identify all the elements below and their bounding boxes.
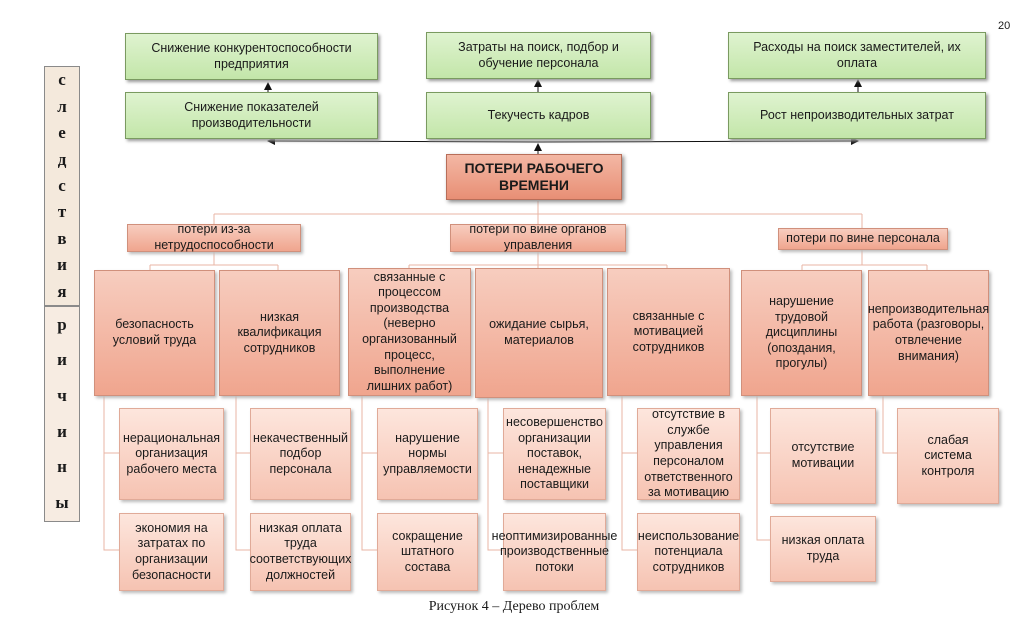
side-letter: и bbox=[57, 350, 67, 370]
cause-unproductive-work: непроизводительная работа (разговоры, от… bbox=[868, 270, 989, 396]
subcause-no-motivation: отсутствие мотивации bbox=[770, 408, 876, 504]
side-letter: е bbox=[58, 123, 66, 143]
branch-personnel: потери по вине персонала bbox=[778, 228, 948, 250]
subcause-span-of-control: нарушение нормы управляемости bbox=[377, 408, 478, 500]
side-letter: в bbox=[57, 228, 67, 248]
side-label-consequences: с л е д с т в и я bbox=[44, 66, 80, 306]
arrow-root-left bbox=[267, 137, 539, 146]
consequence-bottom-1: Снижение показателей производительности bbox=[125, 92, 378, 139]
side-letter: и bbox=[57, 421, 67, 441]
side-letter: ч bbox=[57, 386, 67, 406]
side-letter: ы bbox=[55, 493, 69, 513]
side-letter: с bbox=[58, 175, 66, 195]
subcause-low-pay: низкая оплата труда bbox=[770, 516, 876, 582]
subcause-supply: несовершенство организации поставок, нен… bbox=[503, 408, 606, 500]
subcause-safety-savings: экономия на затратах по организации безо… bbox=[119, 513, 224, 591]
root-problem: ПОТЕРИ РАБОЧЕГО ВРЕМЕНИ bbox=[446, 154, 622, 200]
subcause-staff-reduction: сокращение штатного состава bbox=[377, 513, 478, 591]
consequence-bottom-3: Рост непроизводительных затрат bbox=[728, 92, 986, 139]
cause-discipline: нарушение трудовой дисциплины (опоздания… bbox=[741, 270, 862, 396]
side-letter: л bbox=[57, 96, 67, 116]
side-letter: р bbox=[57, 314, 67, 334]
cause-waiting-materials: ожидание сырья, материалов bbox=[475, 268, 603, 398]
subcause-flows: неоптимизированные производственные пото… bbox=[492, 513, 617, 591]
cause-motivation: связанные с мотивацией сотрудников bbox=[607, 268, 730, 396]
branch-management: потери по вине органов управления bbox=[450, 222, 626, 252]
side-letter: с bbox=[58, 70, 66, 90]
branch-incapacity: потери из-за нетрудоспособности bbox=[127, 222, 301, 252]
side-letter: и bbox=[57, 255, 67, 275]
subcause-no-motivation-officer: отсутствие в службе управления персонало… bbox=[637, 407, 740, 500]
cause-low-qualification: низкая квалификация сотрудников bbox=[219, 270, 340, 396]
figure-caption: Рисунок 4 – Дерево проблем bbox=[428, 599, 600, 614]
cause-production-process: связанные с процессом производства (неве… bbox=[348, 268, 471, 396]
arrow-root-right bbox=[537, 137, 859, 146]
consequence-top-1: Снижение конкурентоспособности предприят… bbox=[125, 33, 378, 80]
side-label-causes: р и ч и н ы bbox=[44, 306, 80, 522]
consequence-top-2: Затраты на поиск, подбор и обучение перс… bbox=[426, 32, 651, 79]
side-letter: я bbox=[57, 281, 67, 301]
subcause-weak-control: слабая система контроля bbox=[897, 408, 999, 504]
consequence-bottom-2: Текучесть кадров bbox=[426, 92, 651, 139]
subcause-unused-potential: неиспользование потенциала сотрудников bbox=[637, 513, 740, 591]
side-letter: д bbox=[57, 149, 67, 169]
subcause-poor-selection: некачественный подбор персонала bbox=[250, 408, 351, 500]
page-number: 20 bbox=[998, 20, 1011, 32]
side-letter: н bbox=[57, 457, 67, 477]
cause-safety: безопасность условий труда bbox=[94, 270, 215, 396]
subcause-workplace: нерациональная организация рабочего мест… bbox=[119, 408, 224, 500]
subcause-low-pay-positions: низкая оплата труда соответствующих долж… bbox=[250, 513, 351, 591]
consequence-top-3: Расходы на поиск заместителей, их оплата bbox=[728, 32, 986, 79]
side-letter: т bbox=[57, 202, 67, 222]
